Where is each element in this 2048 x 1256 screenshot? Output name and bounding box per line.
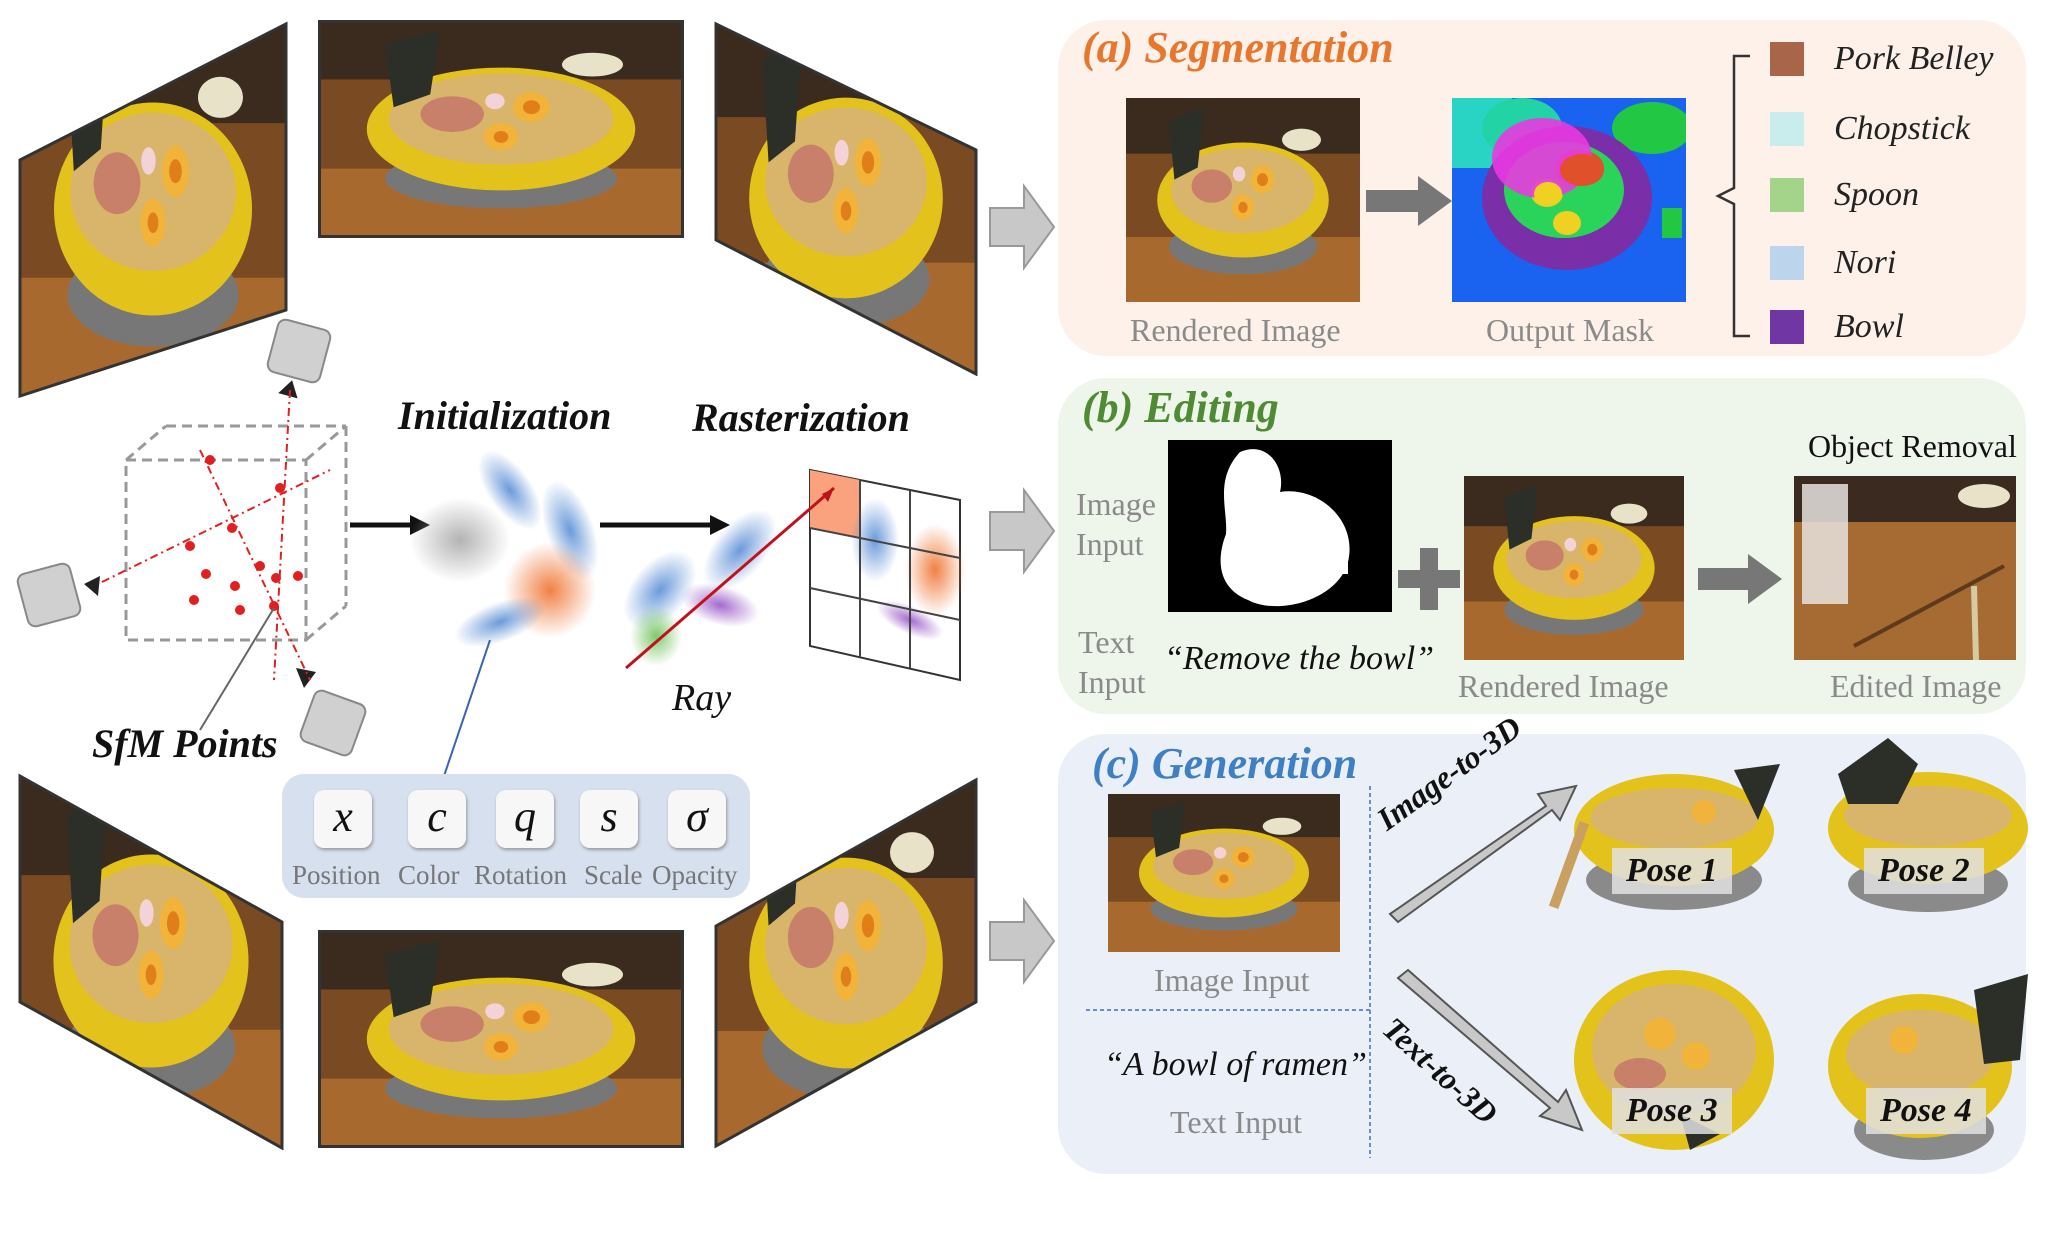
param-opacity: σ [668, 790, 726, 848]
legend-swatch [1770, 178, 1804, 212]
camera-icon [16, 562, 100, 628]
legend-item-chopstick: Chopstick [1770, 110, 1970, 148]
ray-label: Ray [672, 677, 732, 719]
edited-image [1794, 476, 2016, 660]
generation-divider [1086, 786, 1371, 1158]
legend-label: Bowl [1834, 308, 1904, 345]
generation-text-input-label: Text Input [1170, 1104, 1302, 1140]
segmentation-title: (a) Segmentation [1082, 23, 1394, 72]
sfm-diagram [16, 318, 367, 757]
edit-mask-image [1168, 440, 1392, 612]
legend-item-bowl: Bowl [1770, 308, 1904, 346]
output-mask-label: Output Mask [1486, 312, 1654, 348]
legend-label: Chopstick [1834, 110, 1970, 147]
legend-label: Spoon [1834, 176, 1919, 213]
gaussian-params-box: x c q s σ Position Color Rotation Scale … [282, 774, 750, 898]
legend-item-nori: Nori [1770, 244, 1896, 282]
edit-prompt: “Remove the bowl” [1164, 640, 1435, 677]
param-label-color: Color [398, 860, 460, 890]
arrow-right-icon [989, 486, 1056, 576]
pose-label: Pose 1 [1612, 848, 1732, 894]
legend-swatch [1770, 246, 1804, 280]
param-label-scale: Scale [584, 860, 643, 890]
legend-item-pork-belley: Pork Belley [1770, 40, 1994, 78]
rasterization-label: Rasterization [692, 395, 910, 440]
image-input-label-2: Input [1076, 526, 1144, 562]
legend-swatch [1770, 42, 1804, 76]
param-label-opacity: Opacity [652, 860, 738, 890]
initialization-label: Initialization [398, 393, 612, 438]
legend-swatch [1770, 310, 1804, 344]
segmentation-rendered-image-label: Rendered Image [1130, 312, 1341, 348]
view-photo-bottom-middle [318, 930, 684, 1148]
camera-icon [296, 668, 367, 757]
legend-swatch [1770, 112, 1804, 146]
legend-label: Nori [1834, 244, 1897, 281]
pose-label: Pose 4 [1866, 1088, 1986, 1134]
view-photo-top-middle [318, 20, 684, 238]
sfm-points-label: SfM Points [92, 721, 278, 766]
view-photo-bottom-right [714, 777, 978, 1149]
param-position: x [314, 790, 372, 848]
image-input-label-1: Image [1076, 486, 1156, 522]
arrow-right-icon [1698, 554, 1782, 604]
rasterization-grid [623, 468, 965, 682]
pose-label: Pose 3 [1612, 1088, 1732, 1134]
arrow-right-icon [989, 896, 1056, 986]
view-photo-bottom-left [18, 773, 284, 1150]
camera-icon [266, 318, 332, 399]
param-scale: s [580, 790, 638, 848]
generation-text-prompt: “A bowl of ramen” [1104, 1046, 1367, 1083]
generation-title: (c) Generation [1092, 739, 1358, 788]
edited-image-label: Edited Image [1830, 668, 2002, 704]
output-mask-image [1452, 98, 1686, 302]
view-photo-top-left [18, 21, 288, 398]
object-removal-label: Object Removal [1808, 428, 2017, 464]
pose-1-render [1548, 764, 1780, 910]
legend-item-spoon: Spoon [1770, 176, 1919, 214]
arrow-diagonal-up-icon [1388, 784, 1578, 924]
pose-4-render [1828, 974, 2028, 1160]
text-input-label-2: Input [1078, 664, 1146, 700]
arrow-diagonal-down-icon [1396, 968, 1584, 1132]
legend-brace [1715, 54, 1750, 338]
editing-title: (b) Editing [1082, 383, 1279, 432]
param-label-rotation: Rotation [474, 860, 567, 890]
arrow-right-icon [600, 515, 730, 535]
editing-rendered-image [1464, 476, 1684, 660]
generation-image-input-label: Image Input [1154, 962, 1310, 998]
plus-icon [1398, 548, 1460, 610]
view-photo-top-right [714, 21, 978, 376]
pose-label: Pose 2 [1864, 848, 1984, 894]
editing-rendered-image-label: Rendered Image [1458, 668, 1669, 704]
gaussian-blobs [410, 450, 599, 647]
param-label-position: Position [292, 860, 381, 890]
arrow-right-icon [989, 182, 1056, 272]
param-color: c [408, 790, 466, 848]
arrow-right-icon [1366, 176, 1452, 226]
text-input-label-1: Text [1078, 624, 1135, 660]
param-rotation: q [496, 790, 554, 848]
segmentation-rendered-image [1126, 98, 1360, 302]
legend-label: Pork Belley [1834, 40, 1994, 77]
